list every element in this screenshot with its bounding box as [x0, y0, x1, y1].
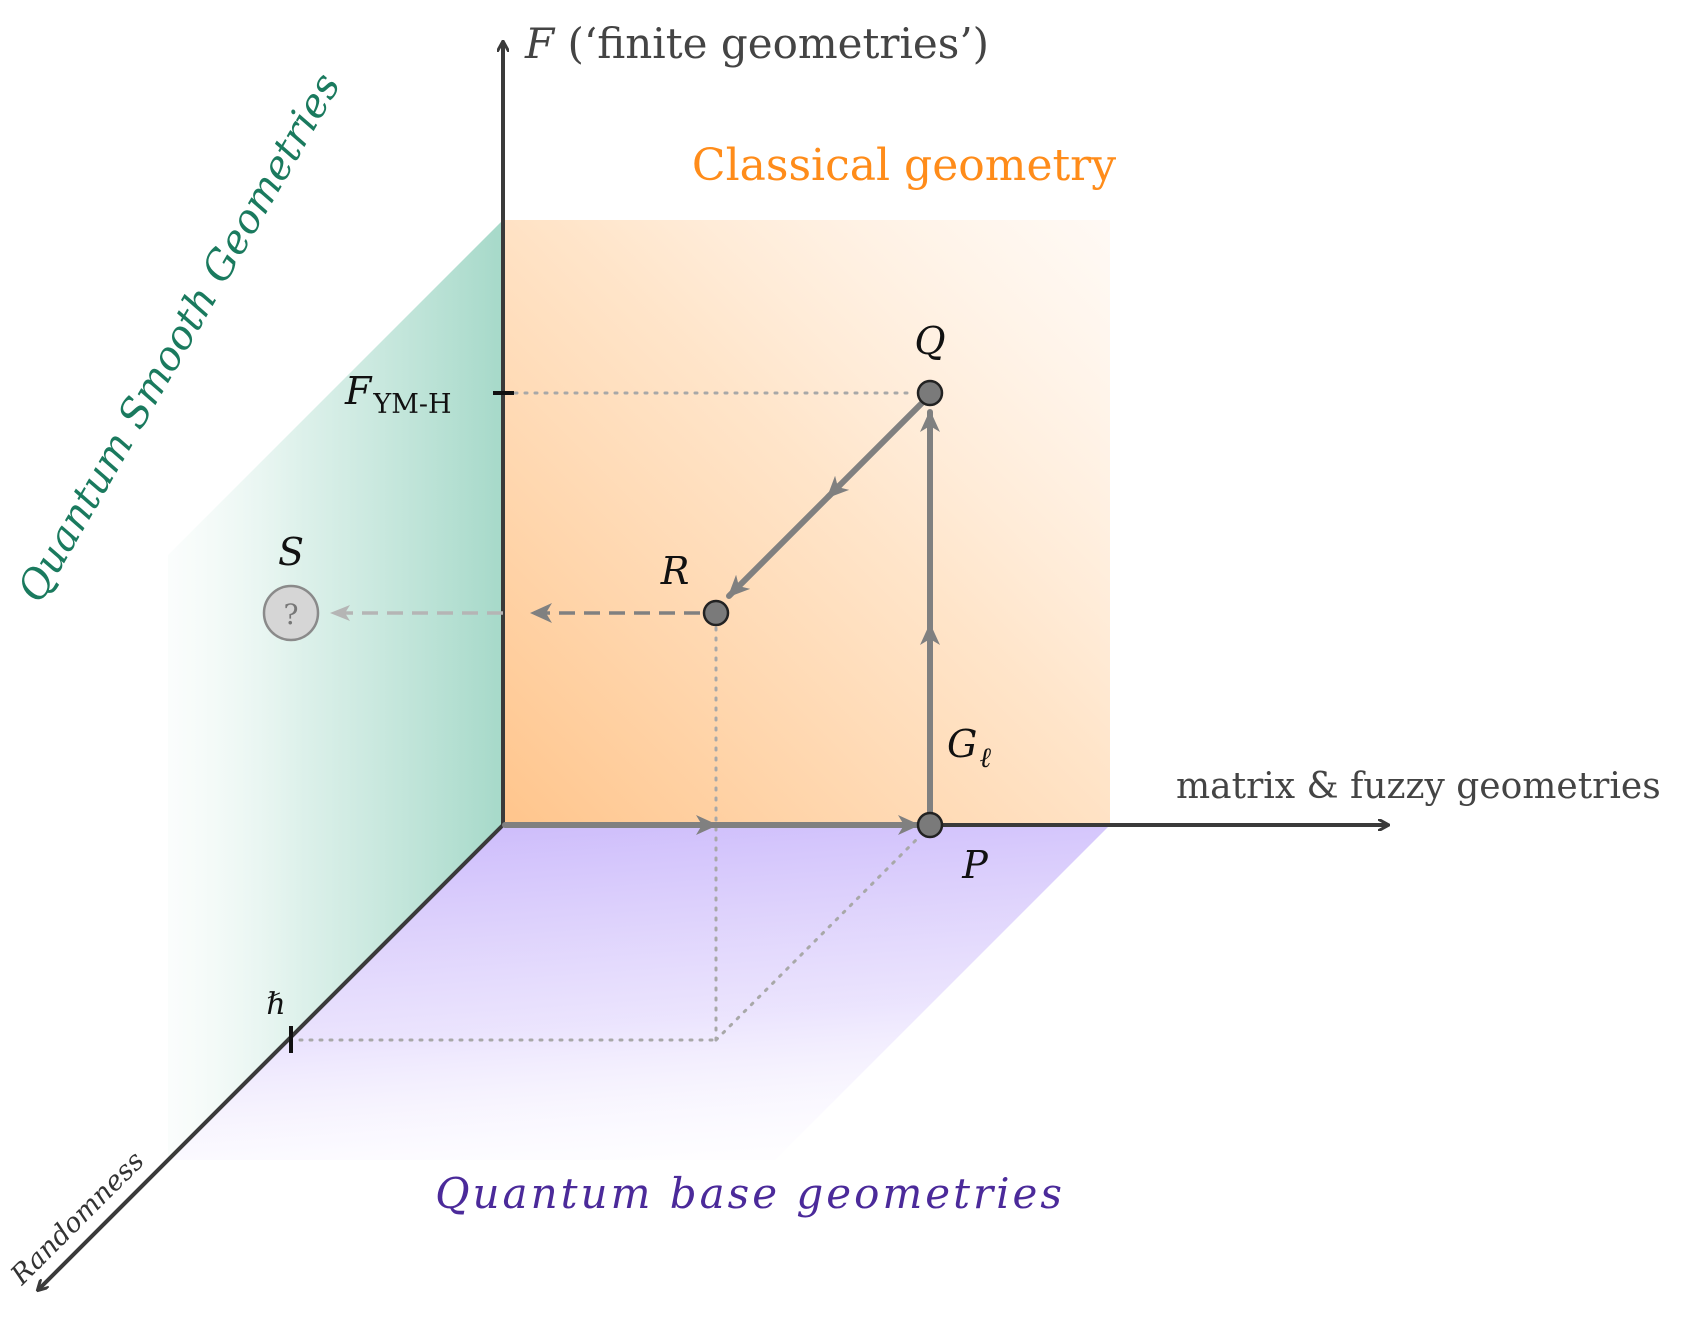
ymh-tick-sub: YM-H — [372, 389, 451, 420]
region-classical-label: Classical geometry — [692, 140, 1116, 191]
guide-lines — [298, 391, 920, 1042]
smooth-plane — [168, 220, 503, 1160]
depth-axis — [38, 823, 505, 1290]
vertical-axis-text: (‘finite geometries’) — [554, 19, 989, 68]
point-r — [702, 599, 730, 627]
point-p — [916, 811, 944, 839]
edge-label-g: Gℓ — [947, 722, 991, 774]
label-s: S — [278, 530, 304, 574]
flow-arrows — [502, 392, 940, 835]
ymh-tick-var: F — [344, 369, 373, 413]
edge-label-g-var: G — [947, 722, 977, 766]
point-q — [916, 379, 944, 407]
label-r: R — [660, 549, 690, 593]
point-s-mark: ? — [283, 598, 298, 631]
ymh-tick-label: FYM-H — [344, 369, 452, 420]
point-s — [262, 584, 320, 642]
label-q: Q — [914, 319, 945, 363]
q-to-r-arrow-lower — [726, 482, 843, 599]
vertical-axis-label: F (‘finite geometries’) — [524, 19, 989, 68]
q-to-r-arrow-upper — [825, 392, 933, 500]
label-p: P — [961, 843, 989, 887]
horizontal-axis-label: matrix & fuzzy geometries — [1176, 766, 1661, 807]
edge-label-g-sub: ℓ — [979, 741, 991, 774]
region-base-label: Quantum base geometries — [435, 1169, 1065, 1218]
depth-axis-label: Randomness — [4, 1146, 150, 1292]
base-plane — [168, 825, 1110, 1160]
p-diagonal-guide — [714, 836, 920, 1042]
vertical-axis-var: F — [524, 19, 556, 68]
hbar-label: ℏ — [266, 987, 285, 1022]
